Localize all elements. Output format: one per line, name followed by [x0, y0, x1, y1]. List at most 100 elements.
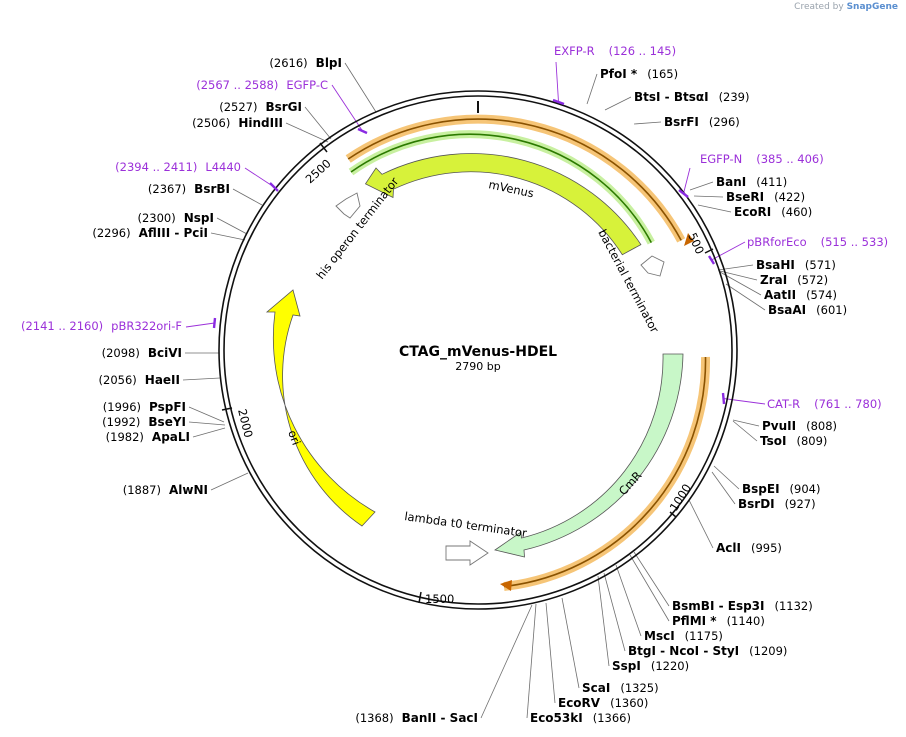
tick-label: 2500 [303, 156, 334, 186]
bacterial-terminator-arrow[interactable] [640, 255, 665, 277]
restriction-site-labels: PfoI *(165) BtsI - BtsαI(239) BsrFI(296) Ba… [92, 56, 847, 725]
site-bseyi[interactable]: BseYI(1992) [102, 415, 186, 429]
credit-prefix: Created by [794, 2, 844, 12]
site-leader-line [603, 572, 626, 652]
site-hindiii[interactable]: HindIII(2506) [192, 116, 283, 130]
site-leader-line [633, 121, 662, 125]
primer-range: (2394 .. 2411) [115, 160, 197, 174]
site-btgi-ncoi-styi[interactable]: BtgI - NcoI - StyI(1209) [628, 644, 787, 658]
site-pflmi[interactable]: PflMI *(1140) [672, 614, 765, 628]
lambda-t0-terminator-arrow[interactable] [445, 540, 489, 566]
cmr-primer-line [503, 356, 707, 588]
site-apali[interactable]: ApaLI(1982) [106, 430, 190, 444]
mvenus-arrow[interactable] [364, 153, 642, 256]
site-leader-line [210, 232, 246, 241]
site-name: Eco53kI [530, 711, 583, 725]
primer-exfp-r[interactable]: EXFP-R(126 .. 145) [552, 44, 677, 106]
primer-pbr322ori-f[interactable]: pBR322ori-F(2141 .. 2160) [21, 317, 217, 333]
site-bsmbi-esp3i[interactable]: BsmBI - Esp3I(1132) [672, 599, 813, 613]
primer-l4440[interactable]: L4440 (2394 .. 2411) [115, 160, 279, 192]
primer-cat-r[interactable]: CAT-R(761 .. 780) [721, 392, 882, 411]
backbone-outer [218, 90, 738, 610]
feature-ori[interactable]: ori [265, 289, 376, 527]
site-leader-line [697, 204, 732, 213]
site-leader-line [604, 96, 632, 111]
site-tsoi[interactable]: TsoI(809) [760, 434, 827, 448]
plasmid-length: 2790 bp [455, 360, 500, 373]
feature-mvenus[interactable]: mVenus [345, 114, 694, 256]
site-name: BtsI - BtsαI [634, 90, 709, 104]
site-bspei[interactable]: BspEI(904) [742, 482, 820, 496]
site-nspi[interactable]: NspI(2300) [138, 211, 215, 225]
site-name: TsoI [760, 434, 786, 448]
site-position: (296) [709, 115, 740, 129]
site-bani[interactable]: BanI(411) [716, 175, 787, 189]
primer-egfp-n[interactable]: EGFP-N(385 .. 406) [678, 152, 824, 198]
site-btsi-bts-i[interactable]: BtsI - BtsαI(239) [634, 90, 750, 104]
primer-range: (126 .. 145) [609, 44, 677, 58]
site-zrai[interactable]: ZraI(572) [760, 273, 828, 287]
primer-pbrforeco[interactable]: pBRforEco (515 .. 533) [707, 235, 889, 265]
cmr-primer-arrowhead [500, 580, 512, 591]
site-pspfi[interactable]: PspFI(1996) [103, 400, 186, 414]
site-leader-line [232, 188, 263, 206]
site-banii-saci[interactable]: BanII - SacI(1368) [355, 711, 478, 725]
ori-arrow[interactable] [265, 289, 376, 527]
site-bseri[interactable]: BseRI(422) [726, 190, 805, 204]
site-leader-line [480, 604, 533, 719]
site-position: (1368) [355, 711, 393, 725]
site-name: AatII [764, 288, 796, 302]
feature-cmr[interactable]: CmR [494, 353, 711, 591]
site-bsahi[interactable]: BsaHI (571) [756, 258, 836, 272]
site-msci[interactable]: MscI(1175) [644, 629, 723, 643]
his-operon-terminator-label: his operon terminator [313, 174, 401, 281]
site-eco53ki[interactable]: Eco53kI(1366) [530, 711, 631, 725]
primer-range: (515 .. 533) [821, 235, 889, 249]
site-leader-line [304, 106, 332, 140]
site-name: BseRI [726, 190, 764, 204]
primer-name: EGFP-N [700, 152, 742, 166]
primer-arrowhead-outer [684, 233, 694, 246]
site-aatii[interactable]: AatII(574) [764, 288, 837, 302]
primer-range: (761 .. 780) [814, 397, 882, 411]
feature-lambda-t0-terminator[interactable]: lambda t0 terminator [404, 509, 528, 566]
site-blpi[interactable]: BlpI(2616) [269, 56, 342, 70]
primer-name: pBRforEco [747, 235, 807, 249]
site-ecorv[interactable]: EcoRV(1360) [558, 696, 648, 710]
site-bsaai[interactable]: BsaAI(601) [768, 303, 847, 317]
leader-lines [182, 61, 766, 719]
site-position: (1220) [651, 659, 689, 673]
site-ecori[interactable]: EcoRI(460) [734, 205, 812, 219]
site-bsrfi[interactable]: BsrFI(296) [664, 115, 740, 129]
site-bsrbi[interactable]: BsrBI(2367) [148, 182, 230, 196]
site-haeii[interactable]: HaeII(2056) [99, 373, 180, 387]
site-position: (1325) [620, 681, 658, 695]
site-leader-line [732, 419, 760, 427]
site-bsrgi[interactable]: BsrGI(2527) [219, 100, 302, 114]
site-bsrdi[interactable]: BsrDI(927) [738, 497, 816, 511]
site-position: (571) [805, 258, 836, 272]
site-afliii-pcii[interactable]: AflIII - PciI(2296) [92, 226, 208, 240]
site-name: ScaI [582, 681, 610, 695]
site-name: PflMI * [672, 614, 717, 628]
primer-name: L4440 [205, 160, 241, 174]
cmr-arrow[interactable] [494, 353, 684, 558]
site-sspi[interactable]: SspI(1220) [612, 659, 689, 673]
site-pvuii[interactable]: PvuII(808) [762, 419, 837, 433]
site-bcivi[interactable]: BciVI(2098) [102, 346, 182, 360]
site-acli[interactable]: AclI(995) [716, 541, 782, 555]
site-alwni[interactable]: AlwNI(1887) [123, 483, 208, 497]
site-pfoi[interactable]: PfoI *(165) [600, 67, 678, 81]
his-operon-terminator-arrow[interactable] [335, 192, 361, 219]
primer-binding-mark [678, 189, 689, 198]
feature-his-operon-terminator[interactable]: his operon terminator [313, 174, 401, 281]
site-name: BsaHI [756, 258, 795, 272]
primer-egfp-c[interactable]: EGFP-C(2567 .. 2588) [196, 78, 368, 135]
site-scai[interactable]: ScaI (1325) [582, 681, 659, 695]
site-leader-line [526, 603, 537, 719]
tick-mark [669, 511, 677, 518]
site-position: (411) [756, 175, 787, 189]
site-leader-line [545, 602, 556, 704]
site-name: PspFI [149, 400, 186, 414]
tick-mark [319, 142, 328, 153]
